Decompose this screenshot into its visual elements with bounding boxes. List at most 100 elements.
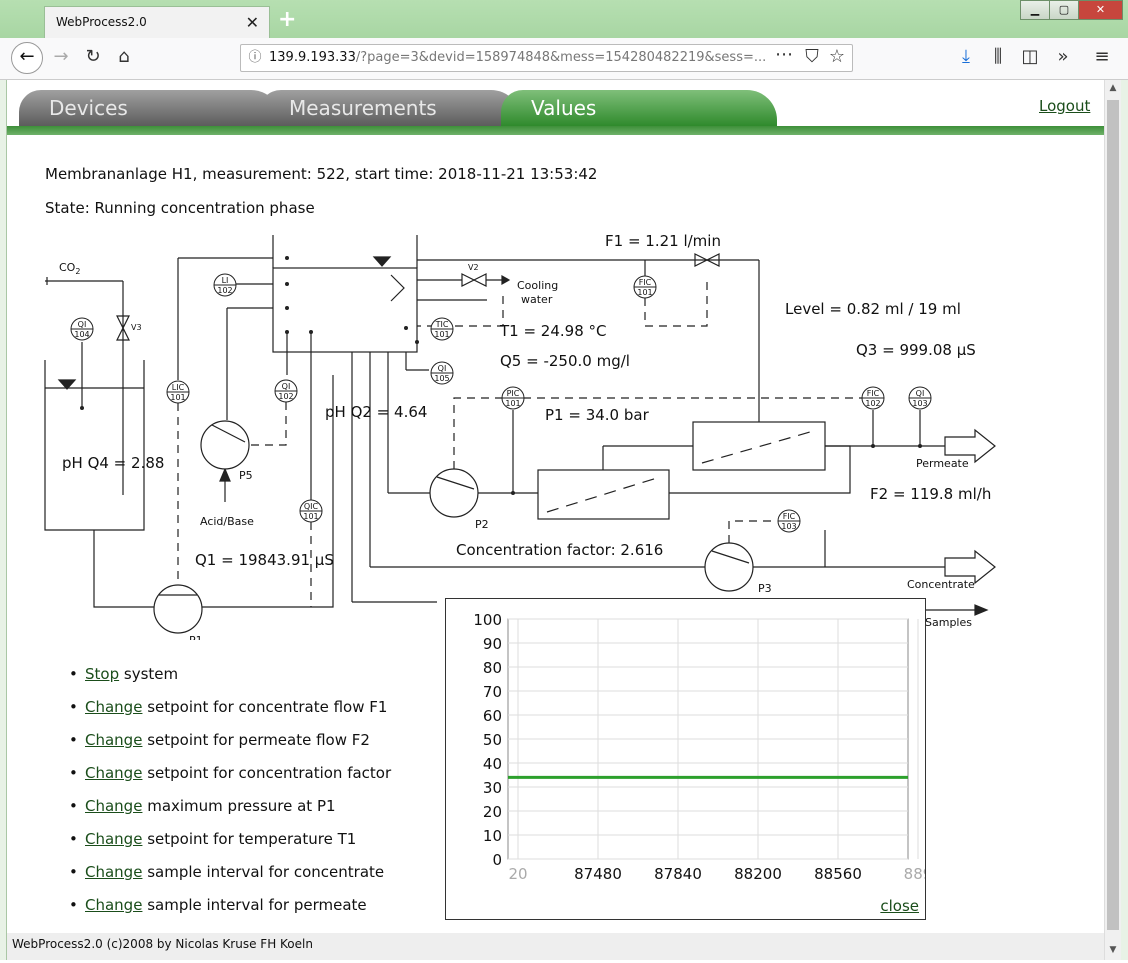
- svg-text:101: 101: [303, 512, 318, 521]
- acid-base-label: Acid/Base: [200, 515, 254, 528]
- co2-label: CO2: [59, 261, 80, 276]
- chart-y-tick-label: 70: [483, 683, 502, 701]
- change-link[interactable]: Change: [85, 764, 143, 782]
- chart-y-tick-label: 20: [483, 803, 502, 821]
- sidebar-toggle-icon[interactable]: ◫: [1021, 46, 1039, 67]
- scrollbar-thumb[interactable]: [1107, 100, 1119, 930]
- logout-link[interactable]: Logout: [1039, 97, 1091, 115]
- hamburger-menu-icon[interactable]: ≡: [1094, 46, 1110, 67]
- popup-close-link[interactable]: close: [880, 897, 919, 915]
- chart-y-tick-label: 100: [473, 611, 502, 629]
- forward-icon[interactable]: →: [53, 46, 69, 67]
- cooling-water-label: water: [521, 293, 553, 306]
- reload-icon[interactable]: ↻: [85, 46, 101, 67]
- change-link[interactable]: Change: [85, 698, 143, 716]
- home-icon[interactable]: ⌂: [118, 46, 130, 67]
- tab-label: Measurements: [289, 96, 437, 120]
- vertical-scrollbar[interactable]: ▲ ▼: [1104, 80, 1121, 960]
- svg-text:103: 103: [781, 522, 796, 531]
- value-q1: Q1 = 19843.91 µS: [195, 551, 334, 569]
- action-item: Change setpoint for concentration factor: [69, 764, 449, 797]
- chart-y-tick-label: 30: [483, 779, 502, 797]
- valve-v2-label: V2: [468, 263, 479, 272]
- change-link[interactable]: Change: [85, 863, 143, 881]
- tab-close-icon[interactable]: ✕: [245, 13, 259, 32]
- scroll-up-icon[interactable]: ▲: [1109, 83, 1117, 93]
- window-titlebar: WebProcess2.0 ✕ + ▁ ▢ ✕: [0, 0, 1128, 38]
- value-f1: F1 = 1.21 l/min: [605, 232, 721, 250]
- window-frame-right: [1121, 80, 1128, 960]
- svg-text:FIC: FIC: [867, 389, 880, 398]
- change-link[interactable]: Change: [85, 896, 143, 914]
- chart-y-tick-label: 50: [483, 731, 502, 749]
- measurement-info: Membrananlage H1, measurement: 522, star…: [45, 165, 598, 183]
- library-icon[interactable]: ⫼: [993, 46, 1003, 67]
- action-item: Stop system: [69, 665, 449, 698]
- action-text: setpoint for concentrate flow F1: [142, 698, 388, 716]
- info-icon[interactable]: ⓘ: [248, 50, 262, 65]
- change-link[interactable]: Change: [85, 797, 143, 815]
- svg-text:QI: QI: [78, 320, 87, 329]
- chart-y-tick-label: 60: [483, 707, 502, 725]
- svg-text:LIC: LIC: [172, 383, 185, 392]
- window-controls: ▁ ▢ ✕: [1020, 0, 1124, 20]
- pocket-icon[interactable]: ⛉: [805, 46, 819, 67]
- svg-text:101: 101: [170, 393, 185, 402]
- change-link[interactable]: Change: [85, 731, 143, 749]
- concentrate-label: Concentrate: [907, 578, 975, 591]
- svg-text:103: 103: [912, 399, 927, 408]
- download-icon[interactable]: ⤓: [962, 46, 970, 67]
- scroll-down-icon[interactable]: ▼: [1109, 945, 1117, 955]
- svg-text:PIC: PIC: [507, 389, 520, 398]
- bookmark-star-icon[interactable]: ☆: [828, 46, 846, 67]
- page-actions-icon[interactable]: ⋯: [775, 44, 793, 65]
- tab-label: Devices: [49, 96, 128, 120]
- chart-x-tick-label: 20: [508, 865, 527, 883]
- svg-text:102: 102: [217, 286, 232, 295]
- value-concentration-factor: Concentration factor: 2.616: [456, 541, 664, 559]
- tab-values[interactable]: Values: [501, 90, 777, 126]
- stop-link[interactable]: Stop: [85, 665, 120, 683]
- tab-measurements[interactable]: Measurements: [259, 90, 521, 126]
- action-text: setpoint for concentration factor: [142, 764, 392, 782]
- value-ph-q4: pH Q4 = 2.88: [62, 454, 165, 472]
- action-item: Change setpoint for temperature T1: [69, 830, 449, 863]
- chart-x-tick-label: 87480: [574, 865, 622, 883]
- maximize-icon[interactable]: ▢: [1049, 0, 1079, 20]
- change-link[interactable]: Change: [85, 830, 143, 848]
- svg-text:102: 102: [865, 399, 880, 408]
- tab-devices[interactable]: Devices: [19, 90, 281, 126]
- chart-x-tick-label: 88200: [734, 865, 782, 883]
- window-frame-left: [0, 80, 7, 960]
- value-f2: F2 = 119.8 ml/h: [870, 485, 992, 503]
- value-ph-q2: pH Q2 = 4.64: [325, 403, 428, 421]
- svg-text:QI: QI: [282, 382, 291, 391]
- window-close-icon[interactable]: ✕: [1078, 0, 1123, 20]
- overflow-chevron-icon[interactable]: »: [1057, 46, 1069, 67]
- svg-text:FIC: FIC: [783, 512, 796, 521]
- new-tab-icon[interactable]: +: [278, 7, 297, 32]
- action-text: setpoint for permeate flow F2: [142, 731, 370, 749]
- action-list: Stop systemChange setpoint for concentra…: [69, 665, 449, 929]
- valve-v3-label: V3: [131, 323, 142, 332]
- svg-text:QI: QI: [438, 364, 447, 373]
- tab-underline: [7, 126, 1104, 135]
- action-text: maximum pressure at P1: [142, 797, 336, 815]
- browser-tab[interactable]: WebProcess2.0 ✕: [44, 6, 270, 38]
- minimize-icon[interactable]: ▁: [1020, 0, 1050, 20]
- back-icon[interactable]: ←: [11, 42, 43, 74]
- chart-y-tick-label: 0: [492, 851, 502, 869]
